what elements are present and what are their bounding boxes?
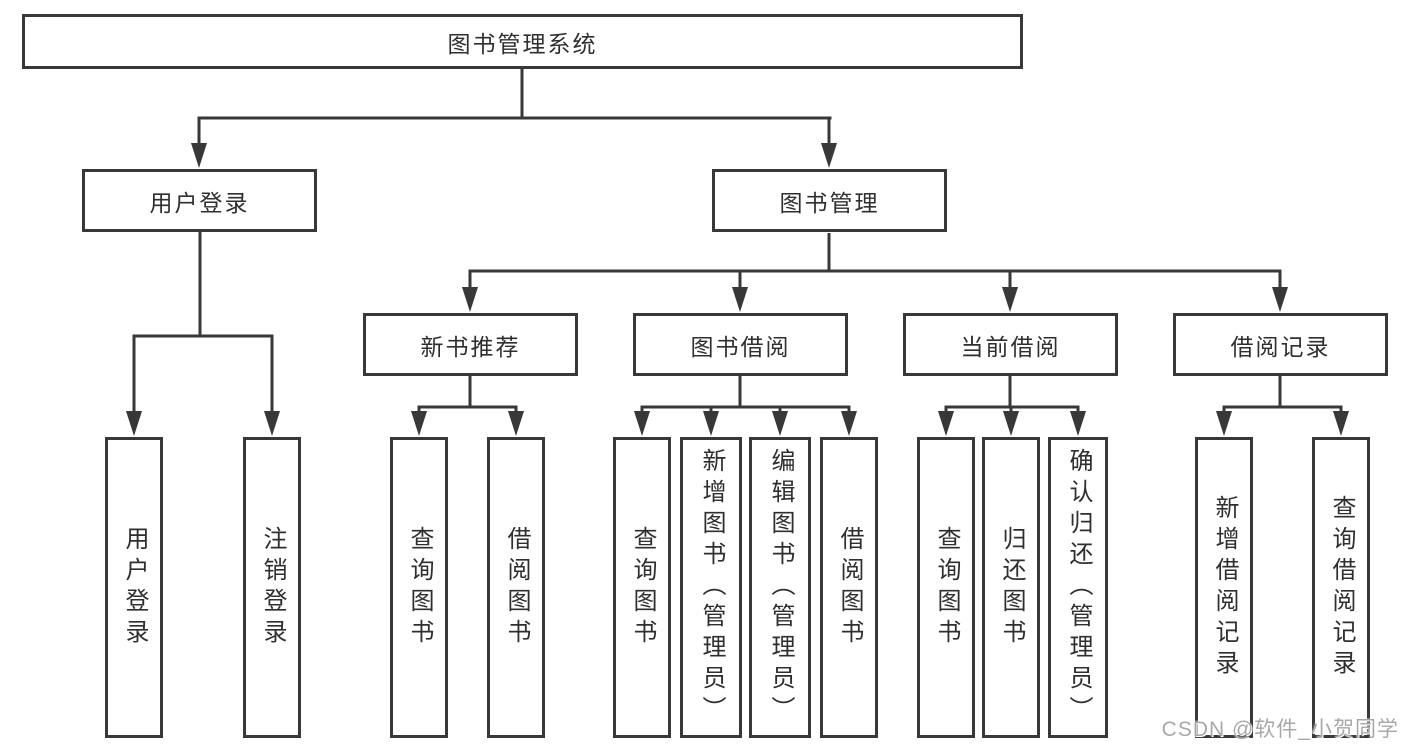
csdn-watermark: CSDN @软件_小贺同学 bbox=[1161, 718, 1399, 741]
leaf-edit-books-admin: 编辑图书（管理员） bbox=[749, 437, 811, 738]
leaf-confirm-return-admin: 确认归还（管理员） bbox=[1048, 437, 1108, 738]
node-root: 图书管理系统 bbox=[22, 14, 1023, 69]
leaf-add-borrow-record: 新增借阅记录 bbox=[1195, 437, 1253, 738]
node-book-management: 图书管理 bbox=[712, 169, 947, 232]
leaf-user-login: 用户登录 bbox=[105, 437, 163, 738]
node-user-login: 用户登录 bbox=[82, 169, 317, 232]
node-new-book-recommend: 新书推荐 bbox=[363, 313, 578, 376]
leaf-query-books-recommend: 查询图书 bbox=[390, 437, 448, 738]
leaf-return-books: 归还图书 bbox=[982, 437, 1040, 738]
node-borrow-records: 借阅记录 bbox=[1173, 313, 1388, 376]
leaf-borrow-books-recommend: 借阅图书 bbox=[487, 437, 545, 738]
leaf-borrow-books: 借阅图书 bbox=[820, 437, 878, 738]
leaf-query-books-borrow: 查询图书 bbox=[613, 437, 671, 738]
leaf-query-books-current: 查询图书 bbox=[917, 437, 975, 738]
leaf-logout: 注销登录 bbox=[243, 437, 301, 738]
node-book-borrow: 图书借阅 bbox=[633, 313, 848, 376]
leaf-query-borrow-record: 查询借阅记录 bbox=[1312, 437, 1370, 738]
node-current-borrow: 当前借阅 bbox=[903, 313, 1118, 376]
leaf-add-books-admin: 新增图书（管理员） bbox=[680, 437, 742, 738]
